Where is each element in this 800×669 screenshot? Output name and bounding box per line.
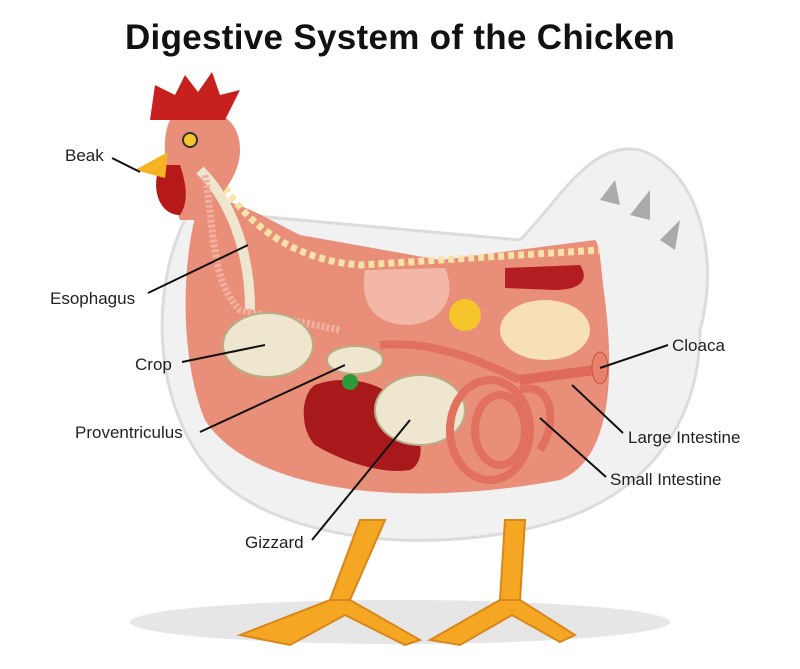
label-gizzard: Gizzard [245,533,304,552]
gall-bladder [342,374,358,390]
tail-feather [660,220,680,250]
label-beak: Beak [65,146,104,165]
large-intestine-shape [519,365,596,385]
small-intestine-shape [379,340,555,484]
crop-shape [222,312,314,378]
label-cloaca: Cloaca [672,336,725,355]
label-crop: Crop [135,355,172,374]
kidney [505,265,584,290]
eye [182,132,198,148]
label-large-intestine: Large Intestine [628,428,741,447]
tail-feather [600,180,620,205]
diagram-title: Digestive System of the Chicken [124,18,676,57]
leader-lines [111,157,669,541]
label-proventriculus: Proventriculus [75,423,183,442]
lungs [363,268,450,325]
tail-feather [630,190,650,220]
legs [236,519,578,647]
label-esophagus: Esophagus [50,289,136,308]
label-small-intestine: Small Intestine [610,470,722,489]
trachea [201,174,341,334]
oviduct [500,300,590,360]
spine [211,168,601,269]
beak-shape [135,152,168,178]
gizzard-shape [374,374,466,446]
esophagus-shape [196,166,255,311]
comb [150,72,240,120]
ovary [449,299,481,331]
